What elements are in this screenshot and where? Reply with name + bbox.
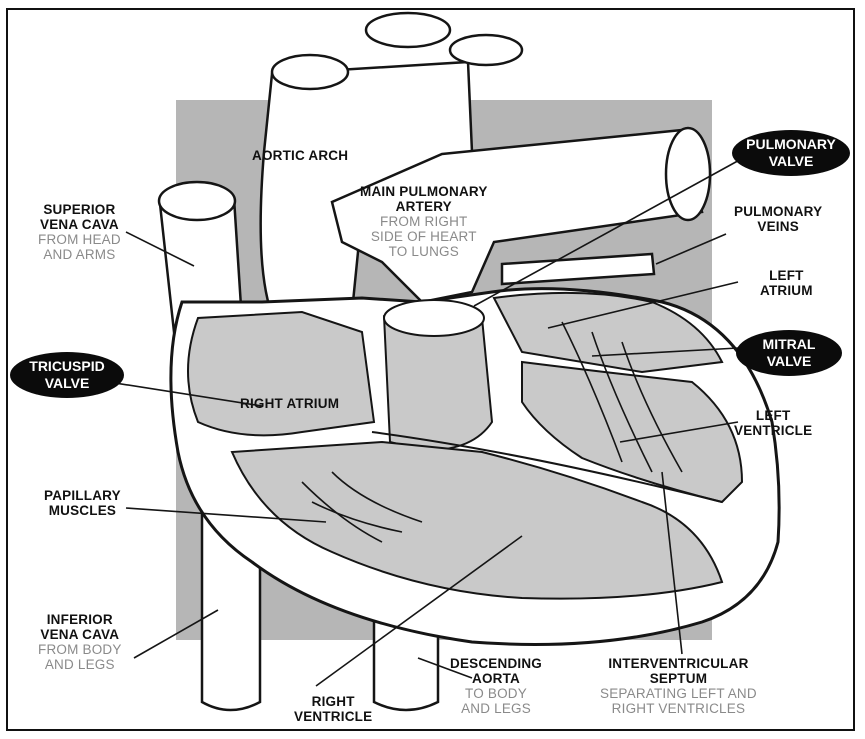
ra-text: RIGHT ATRIUM [240,396,339,411]
la-line1: LEFT [760,268,813,283]
pm-line1: PAPILLARY [44,488,121,503]
mv-line2: VALVE [767,353,812,370]
pm-line2: MUSCLES [44,503,121,518]
pveins-line2: VEINS [734,219,822,234]
da-line1: DESCENDING [450,656,542,671]
rv-line2: VENTRICLE [294,709,372,724]
pill-mitral-valve: MITRAL VALVE [736,330,842,376]
la-line2: ATRIUM [760,283,813,298]
svc-line1: SUPERIOR [38,202,121,217]
aortic-branch-2 [366,13,450,47]
label-aortic-arch: AORTIC ARCH [252,148,348,163]
tv-line2: VALVE [45,375,90,392]
label-right-atrium: RIGHT ATRIUM [240,396,339,411]
label-pulmonary-veins: PULMONARY VEINS [734,204,822,234]
aortic-arch-text: AORTIC ARCH [252,148,348,163]
mpa-sub2: SIDE OF HEART [360,229,488,244]
pulmonary-artery-opening [666,128,710,220]
ivc-line2: VENA CAVA [38,627,122,642]
aortic-branch-1 [272,55,348,89]
svc-sub1: FROM HEAD [38,232,121,247]
label-left-atrium: LEFT ATRIUM [760,268,813,298]
svc-sub2: AND ARMS [38,247,121,262]
label-papillary-muscles: PAPILLARY MUSCLES [44,488,121,518]
lv-line1: LEFT [734,408,812,423]
pv-line2: VALVE [769,153,814,170]
ivs-sub2: RIGHT VENTRICLES [600,701,757,716]
pveins-line1: PULMONARY [734,204,822,219]
label-main-pulmonary-artery: MAIN PULMONARY ARTERY FROM RIGHT SIDE OF… [360,184,488,259]
heart-illustration [8,10,855,731]
ivs-line2: SEPTUM [600,671,757,686]
label-interventricular-septum: INTERVENTRICULAR SEPTUM SEPARATING LEFT … [600,656,757,716]
label-descending-aorta: DESCENDING AORTA TO BODY AND LEGS [450,656,542,716]
label-right-ventricle: RIGHT VENTRICLE [294,694,372,724]
lv-line2: VENTRICLE [734,423,812,438]
da-sub2: AND LEGS [450,701,542,716]
mpa-sub1: FROM RIGHT [360,214,488,229]
label-inferior-vena-cava: INFERIOR VENA CAVA FROM BODY AND LEGS [38,612,122,672]
right-atrium-chamber [188,312,374,435]
mpa-sub3: TO LUNGS [360,244,488,259]
da-line2: AORTA [450,671,542,686]
mv-line1: MITRAL [763,336,816,353]
mpa-line2: ARTERY [360,199,488,214]
da-sub1: TO BODY [450,686,542,701]
tv-line1: TRICUSPID [29,358,104,375]
label-superior-vena-cava: SUPERIOR VENA CAVA FROM HEAD AND ARMS [38,202,121,262]
ivc-sub2: AND LEGS [38,657,122,672]
label-left-ventricle: LEFT VENTRICLE [734,408,812,438]
pulmonary-valve-opening [384,300,484,336]
rv-line1: RIGHT [294,694,372,709]
diagram-frame: AORTIC ARCH SUPERIOR VENA CAVA FROM HEAD… [6,8,855,731]
ivc-sub1: FROM BODY [38,642,122,657]
aortic-branch-3 [450,35,522,65]
pv-line1: PULMONARY [746,136,836,153]
pill-pulmonary-valve: PULMONARY VALVE [732,130,850,176]
svc-line2: VENA CAVA [38,217,121,232]
superior-vena-cava-opening [159,182,235,220]
ivs-sub1: SEPARATING LEFT AND [600,686,757,701]
pill-tricuspid-valve: TRICUSPID VALVE [10,352,124,398]
mpa-line1: MAIN PULMONARY [360,184,488,199]
ivc-line1: INFERIOR [38,612,122,627]
ivs-line1: INTERVENTRICULAR [600,656,757,671]
